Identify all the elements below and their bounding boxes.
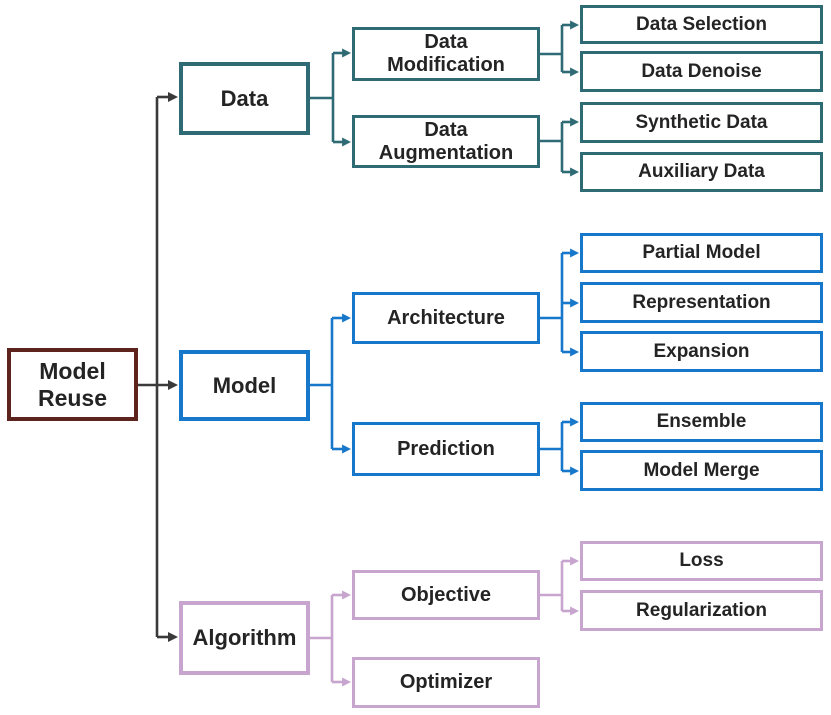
node-model-reuse: Model Reuse (7, 348, 138, 421)
node-algorithm-label: Algorithm (192, 625, 297, 651)
node-expansion: Expansion (580, 331, 823, 372)
node-ensemble-label: Ensemble (656, 411, 747, 433)
node-synthetic-data: Synthetic Data (580, 102, 823, 143)
node-objective-label: Objective (400, 583, 492, 606)
node-optimizer: Optimizer (352, 657, 540, 708)
node-ensemble: Ensemble (580, 402, 823, 442)
node-auxiliary-data-label: Auxiliary Data (638, 161, 765, 183)
node-loss-label: Loss (679, 550, 724, 572)
node-expansion-label: Expansion (653, 340, 750, 362)
node-data-denoise-label: Data Denoise (641, 60, 762, 82)
node-data: Data (179, 62, 310, 135)
node-optimizer-label: Optimizer (399, 671, 493, 693)
node-data-modification: Data Modification (352, 27, 540, 81)
node-algorithm: Algorithm (179, 601, 310, 675)
node-representation: Representation (580, 282, 823, 323)
node-data-denoise: Data Denoise (580, 51, 823, 92)
node-auxiliary-data: Auxiliary Data (580, 152, 823, 192)
node-regularization: Regularization (580, 590, 823, 631)
node-architecture: Architecture (352, 292, 540, 344)
node-data-selection: Data Selection (580, 5, 823, 44)
node-model-merge-label: Model Merge (643, 459, 760, 481)
node-prediction-label: Prediction (397, 437, 495, 460)
node-model-merge: Model Merge (580, 450, 823, 491)
node-partial-model-label: Partial Model (642, 242, 761, 264)
node-representation-label: Representation (632, 291, 771, 313)
node-data-label: Data (220, 85, 269, 111)
node-data-augmentation-label: Data Augmentation (378, 118, 514, 164)
node-objective: Objective (352, 570, 540, 620)
node-partial-model: Partial Model (580, 233, 823, 273)
node-prediction: Prediction (352, 422, 540, 476)
node-data-modification-label: Data Modification (387, 31, 505, 76)
node-model-label: Model (212, 372, 277, 398)
node-model: Model (179, 350, 310, 421)
node-regularization-label: Regularization (636, 599, 767, 621)
node-model-reuse-label: Model Reuse (37, 358, 108, 411)
node-data-augmentation: Data Augmentation (352, 115, 540, 168)
node-data-selection-label: Data Selection (636, 13, 767, 35)
node-architecture-label: Architecture (387, 306, 505, 329)
node-loss: Loss (580, 541, 823, 581)
node-synthetic-data-label: Synthetic Data (635, 111, 768, 133)
